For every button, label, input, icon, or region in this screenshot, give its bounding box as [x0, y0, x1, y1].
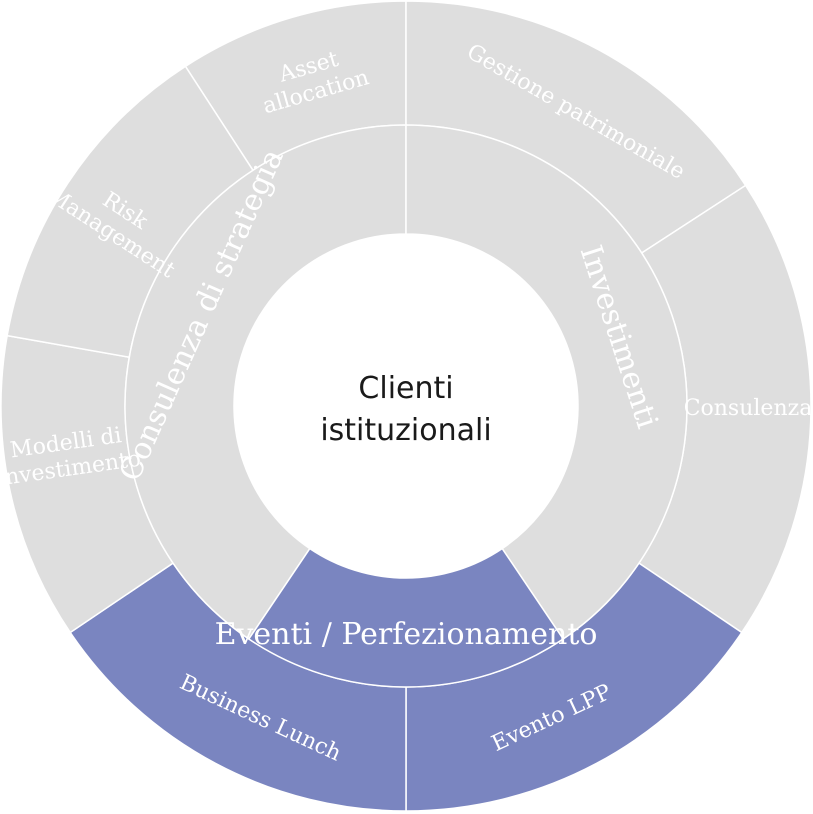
- center-circle: [234, 234, 578, 578]
- inner-segment-eventi-perfezionamento-label-line-1: Eventi / Perfezionamento: [215, 617, 598, 652]
- center-title-line-2: istituzionali: [320, 413, 491, 448]
- outer-segment-consulenza-label-line-1: Consulenza: [684, 396, 813, 421]
- inner-segment-eventi-perfezionamento-label: Eventi / Perfezionamento: [215, 617, 598, 652]
- center-title-line-1: Clienti: [358, 371, 453, 406]
- outer-segment-consulenza-label: Consulenza: [684, 396, 813, 421]
